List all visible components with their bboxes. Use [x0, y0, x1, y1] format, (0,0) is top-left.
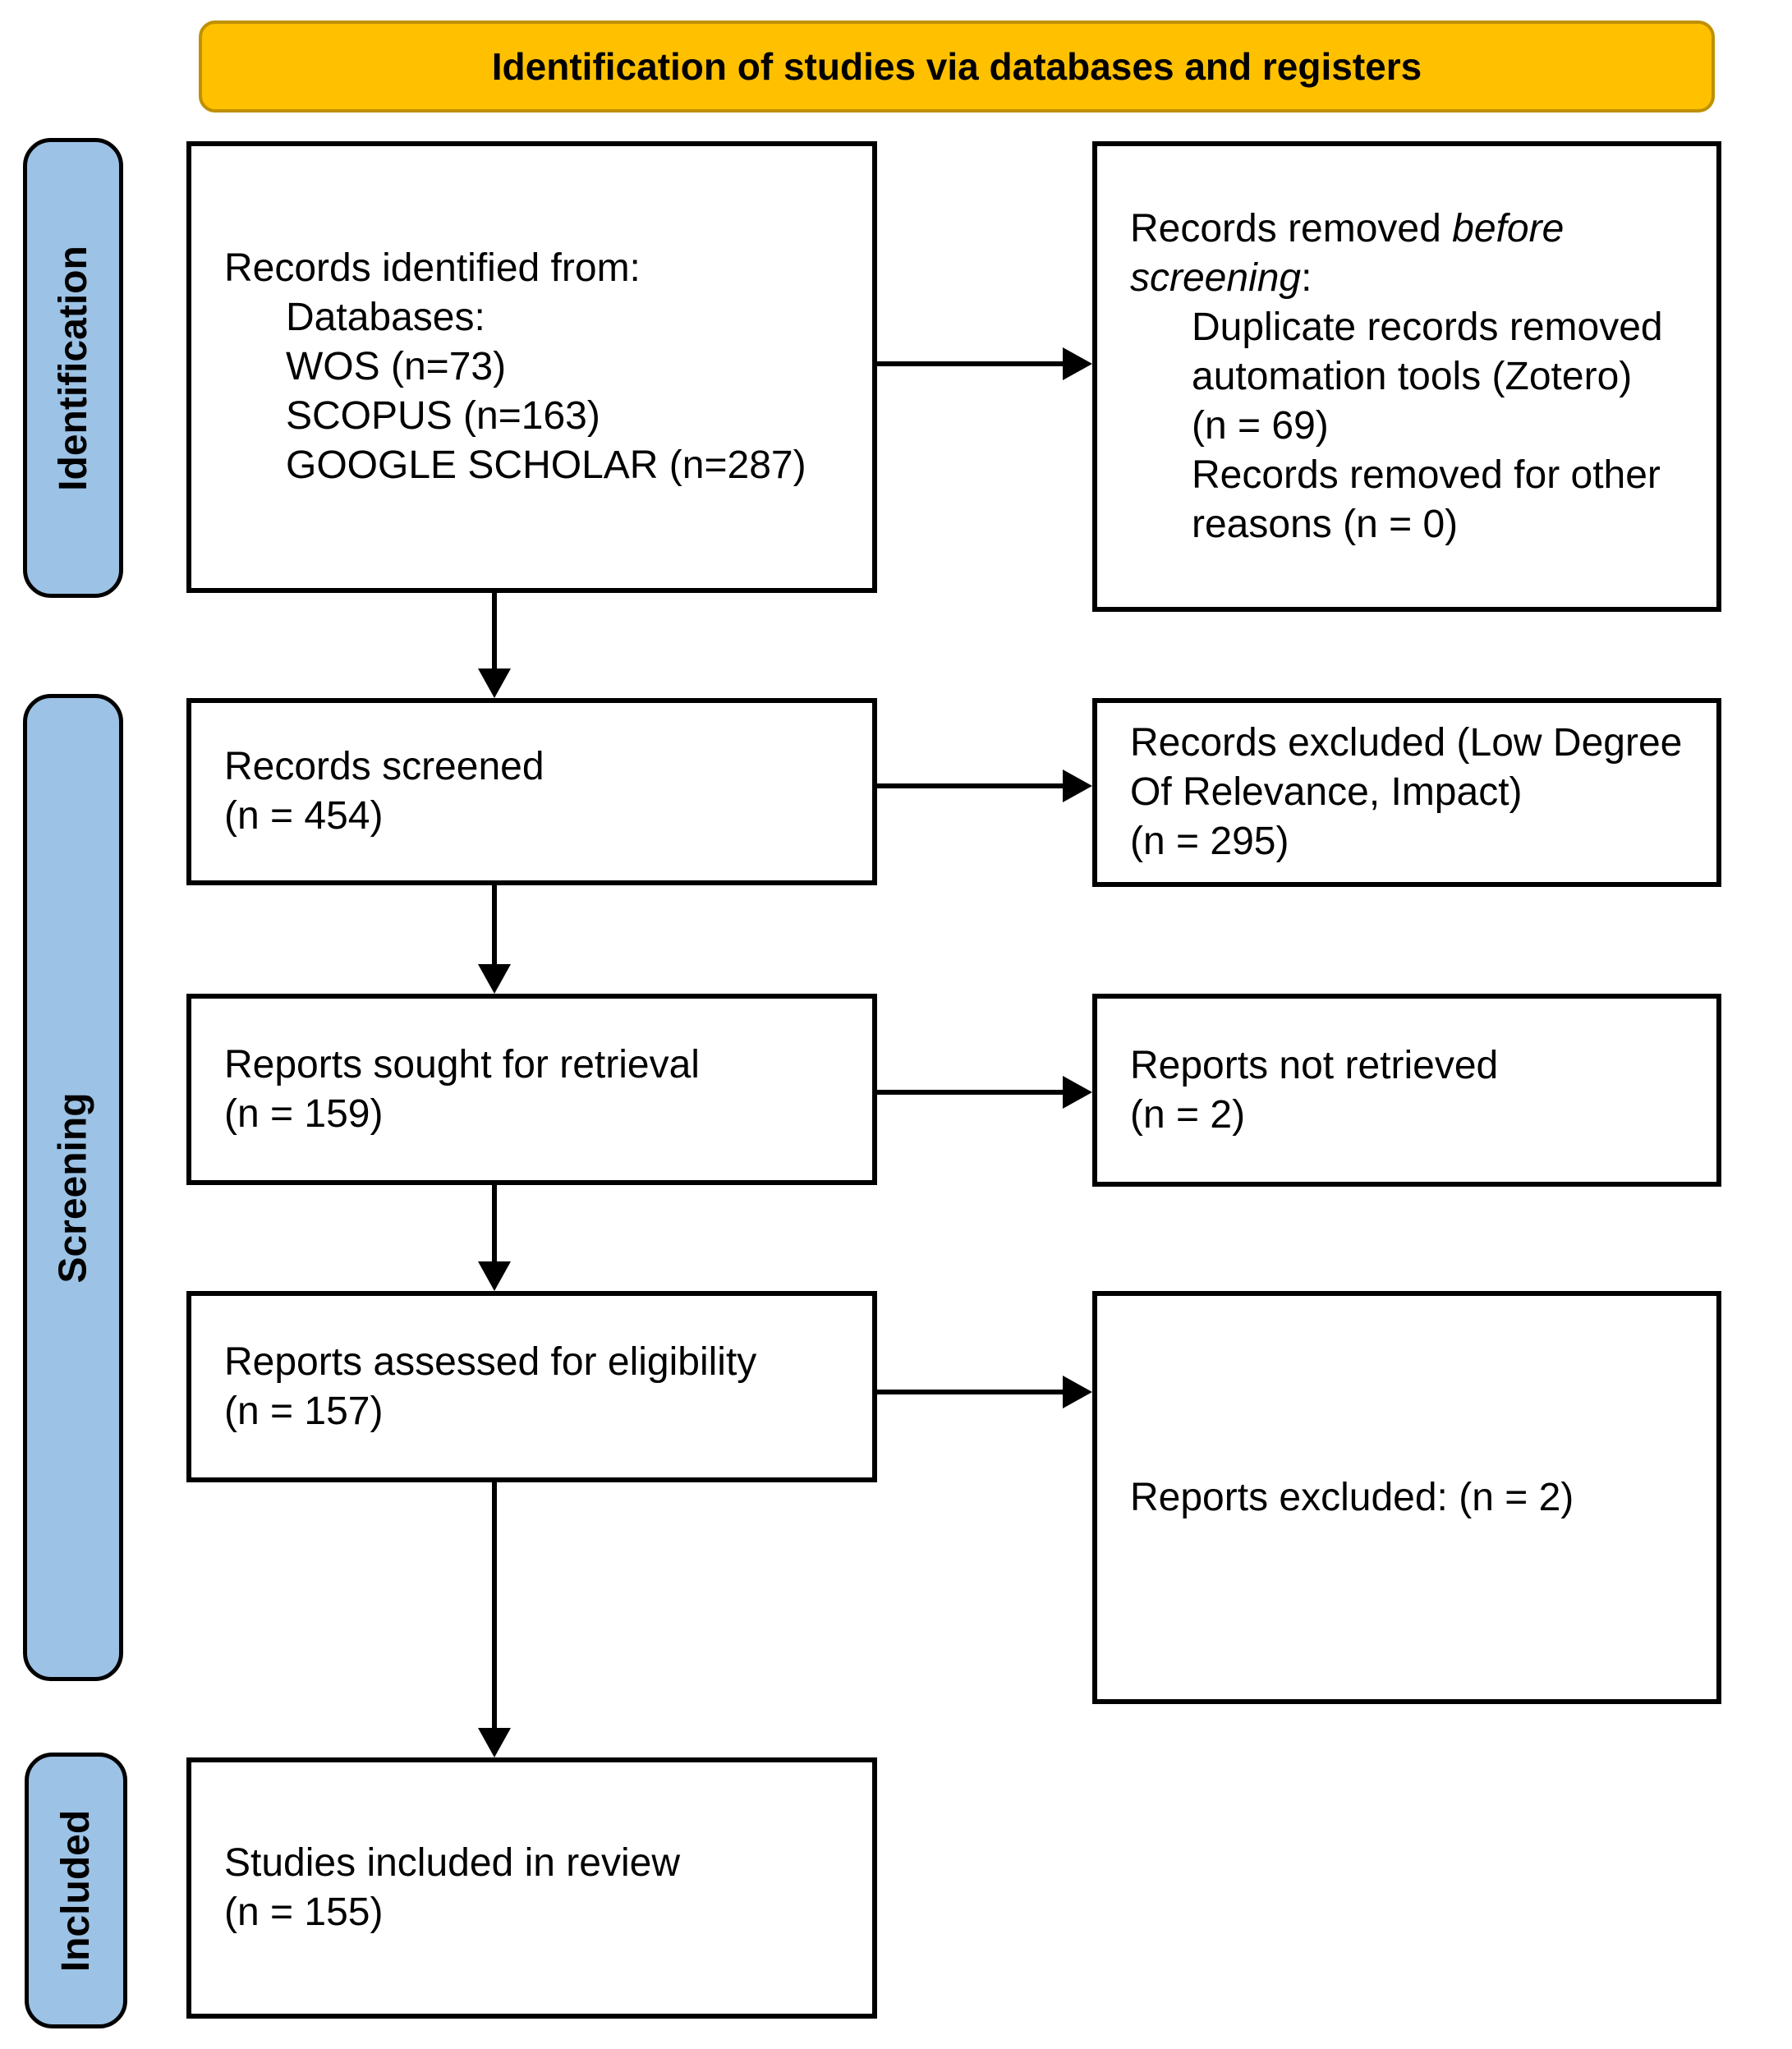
- text-line: Records removed for other: [1192, 453, 1661, 497]
- box-reports-excluded: Reports excluded: (n = 2): [1092, 1291, 1721, 1704]
- box-records-identified: Records identified from: Databases: WOS …: [186, 141, 877, 593]
- text-line: SCOPUS (n=163): [286, 394, 600, 438]
- text-line: automation tools (Zotero): [1192, 354, 1633, 398]
- arrowhead-down-icon: [478, 668, 511, 698]
- arrow-shaft: [877, 1090, 1064, 1095]
- text-line: Studies included in review: [224, 1841, 680, 1885]
- text-line: WOS (n=73): [286, 345, 507, 388]
- text-line: Of Relevance, Impact): [1130, 770, 1523, 814]
- stage-label-text: Included: [54, 1809, 98, 1972]
- box-reports-not-retrieved: Reports not retrieved (n = 2): [1092, 994, 1721, 1187]
- text-line: GOOGLE SCHOLAR (n=287): [286, 443, 806, 487]
- box-studies-included: Studies included in review (n = 155): [186, 1757, 877, 2019]
- arrowhead-right-icon: [1063, 770, 1092, 802]
- arrow-shaft: [877, 783, 1064, 788]
- arrow-identified-to-removed: [877, 347, 1092, 380]
- text-line: Databases:: [286, 296, 485, 339]
- arrowhead-right-icon: [1063, 1376, 1092, 1408]
- arrow-sought-to-not-retrieved: [877, 1076, 1092, 1109]
- text-line: Records identified from:: [224, 246, 641, 290]
- arrow-assessed-to-included: [478, 1482, 511, 1757]
- text-line: Duplicate records removed: [1192, 305, 1663, 349]
- arrow-shaft: [492, 885, 497, 966]
- arrow-screened-to-excluded: [877, 770, 1092, 802]
- text-line: reasons (n = 0): [1192, 502, 1459, 546]
- text-line: (n = 295): [1130, 820, 1289, 863]
- text-line: Reports assessed for eligibility: [224, 1339, 757, 1384]
- arrow-shaft: [492, 593, 497, 670]
- box-reports-sought: Reports sought for retrieval (n = 159): [186, 994, 877, 1185]
- stage-label-text: Identification: [51, 245, 95, 491]
- banner: Identification of studies via databases …: [199, 21, 1715, 113]
- text-line: screening:: [1130, 255, 1312, 300]
- arrow-shaft: [877, 1390, 1064, 1394]
- arrowhead-down-icon: [478, 1261, 511, 1291]
- box-records-removed-before-screening: Records removed before screening: Duplic…: [1092, 141, 1721, 612]
- box-records-screened: Records screened (n = 454): [186, 698, 877, 885]
- arrow-identified-to-screened: [478, 593, 511, 698]
- stage-label-included: Included: [25, 1753, 127, 2028]
- text-line: (n = 69): [1192, 403, 1329, 448]
- arrowhead-right-icon: [1063, 347, 1092, 380]
- text-line: Reports sought for retrieval: [224, 1042, 700, 1087]
- box-reports-assessed: Reports assessed for eligibility (n = 15…: [186, 1291, 877, 1482]
- text-line: Reports not retrieved: [1130, 1043, 1499, 1087]
- text-line: (n = 155): [224, 1891, 384, 1934]
- text-line: (n = 454): [224, 794, 384, 838]
- banner-title: Identification of studies via databases …: [491, 45, 1422, 88]
- box-records-excluded: Records excluded (Low Degree Of Relevanc…: [1092, 698, 1721, 887]
- arrow-sought-to-assessed: [478, 1185, 511, 1291]
- arrowhead-down-icon: [478, 1728, 511, 1757]
- text-line: Reports excluded: (n = 2): [1130, 1475, 1574, 1519]
- stage-label-identification: Identification: [23, 138, 123, 598]
- text-line: (n = 159): [224, 1091, 384, 1136]
- arrow-screened-to-sought: [478, 885, 511, 994]
- stage-label-text: Screening: [51, 1091, 95, 1284]
- text-line: Records excluded (Low Degree: [1130, 721, 1683, 765]
- arrow-shaft: [877, 361, 1064, 366]
- arrow-assessed-to-reports-excluded: [877, 1376, 1092, 1408]
- text-line: (n = 157): [224, 1389, 384, 1433]
- text-line: (n = 2): [1130, 1092, 1246, 1137]
- text-line: Records screened: [224, 745, 544, 788]
- arrow-shaft: [492, 1185, 497, 1263]
- arrowhead-down-icon: [478, 964, 511, 994]
- text-line: Records removed before: [1130, 206, 1565, 250]
- arrowhead-right-icon: [1063, 1076, 1092, 1109]
- arrow-shaft: [492, 1482, 497, 1730]
- stage-label-screening: Screening: [23, 694, 123, 1681]
